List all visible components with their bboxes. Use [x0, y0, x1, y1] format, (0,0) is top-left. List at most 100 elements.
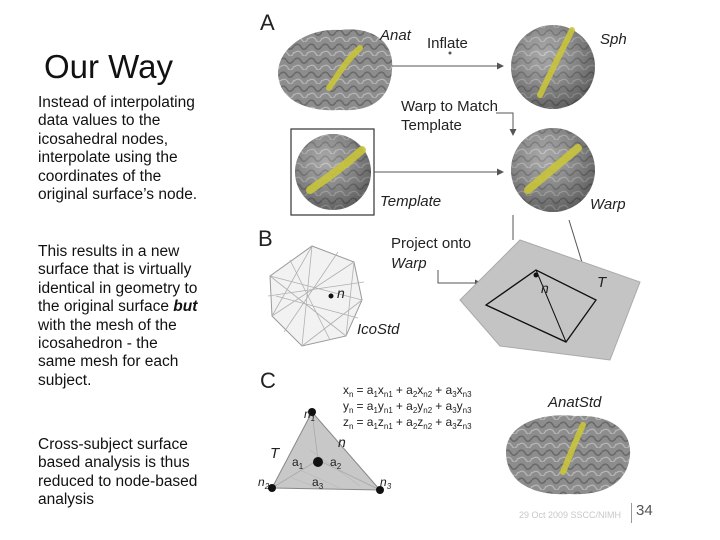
equation-z: zn= a1zn1+ a2zn2+ a3zn3 [343, 415, 472, 431]
label-tri-a2: a2 [330, 455, 342, 471]
eq-token: n [349, 390, 353, 399]
label-warp-to-match: Warp to Match [401, 98, 498, 115]
paragraph-result: This results in a new surface that is vi… [38, 243, 238, 390]
text-line: based analysis is thus [38, 454, 190, 472]
tri-token: 1 [299, 462, 304, 471]
label-tri-T: T [270, 445, 281, 462]
tri-token: 3 [387, 482, 392, 491]
text-line: data values to the [38, 112, 161, 130]
eq-token: 2 [413, 390, 418, 399]
eq-token: = a [356, 383, 373, 397]
tri-token: a [292, 455, 299, 469]
eq-token: y [378, 399, 384, 413]
text-line: the original surface but [38, 298, 238, 316]
label-node-n-mesh: n [541, 280, 549, 296]
warp-sphere-image [511, 128, 595, 212]
paragraph-interpolation: Instead of interpolating data values to … [38, 94, 238, 204]
tri-token: n [304, 407, 311, 421]
label-node-n-ico: n [337, 285, 345, 301]
footer-divider [631, 503, 632, 523]
svg-text:yn= a1yn1+ a2yn2+ a3yn3: yn= a1yn1+ a2yn2+ a3yn3 [343, 399, 472, 415]
eq-token: + a [435, 399, 452, 413]
label-inflate: Inflate [427, 35, 468, 52]
label-anat: Anat [379, 27, 412, 44]
slide-footer: 29 Oct 2009 SSCC/NIMH [519, 510, 622, 520]
label-project-onto: Project onto [391, 235, 471, 252]
text-line: analysis [38, 491, 94, 509]
arrow-warp-to-match [496, 112, 517, 136]
eq-token: n3 [463, 406, 472, 415]
tri-token: 3 [319, 482, 324, 491]
label-project-warp: Warp [391, 255, 427, 272]
anat-brain-image [278, 29, 393, 111]
eq-token: z [457, 415, 463, 429]
icosahedron-mesh-image [267, 245, 365, 347]
barycentric-triangle-image [268, 408, 384, 494]
tri-token: a [312, 475, 319, 489]
slide-title: Our Way [44, 48, 173, 85]
text-line: same mesh for each [38, 353, 179, 371]
projection-mesh-image [459, 239, 641, 361]
eq-token: 3 [452, 406, 457, 415]
paragraph-conclusion: Cross-subject surface based analysis is … [38, 436, 238, 510]
eq-token: x [378, 383, 384, 397]
tri-token: 1 [311, 414, 315, 423]
emphasis-but: but [173, 298, 198, 316]
eq-token: n1 [384, 406, 393, 415]
equation-y: yn= a1yn1+ a2yn2+ a3yn3 [343, 399, 472, 415]
page-number: 34 [636, 502, 653, 519]
text-line: reduced to node-based [38, 472, 198, 490]
eq-token: 1 [373, 390, 378, 399]
text-line: Instead of interpolating [38, 94, 195, 111]
eq-token: n [349, 406, 353, 415]
eq-token: y [457, 399, 463, 413]
label-tri-n: n [338, 434, 346, 450]
text-line: coordinates of the [38, 167, 162, 185]
eq-token: 2 [413, 422, 418, 431]
eq-token: 1 [373, 406, 378, 415]
eq-token: = a [356, 415, 373, 429]
label-sph: Sph [600, 31, 627, 48]
label-tri-n3: n3 [380, 475, 392, 491]
label-tri-n2: n2 [258, 475, 270, 491]
panel-a-label: A [260, 10, 275, 35]
eq-token: y [343, 399, 349, 413]
text-line: This results in a new [38, 243, 180, 260]
tri-token: a [330, 455, 337, 469]
equation-x: xn= a1xn1+ a2xn2+ a3xn3 [343, 383, 472, 399]
eq-token: n [349, 422, 353, 431]
eq-token: x [417, 383, 423, 397]
leader-dot [448, 51, 452, 55]
tri-token: n [380, 475, 387, 489]
label-tri-a1: a1 [292, 455, 304, 471]
eq-token: y [417, 399, 423, 413]
eq-token: n1 [384, 390, 393, 399]
eq-token: n2 [423, 422, 432, 431]
eq-token: n3 [463, 422, 472, 431]
panel-b-label: B [258, 226, 273, 251]
eq-token: n3 [463, 390, 472, 399]
tri-token: 2 [337, 462, 342, 471]
eq-token: + a [435, 383, 452, 397]
eq-token: n2 [423, 390, 432, 399]
label-template: Template [380, 193, 441, 210]
eq-token: = a [356, 399, 373, 413]
label-template-line: Template [401, 117, 462, 134]
eq-token: 3 [452, 390, 457, 399]
anatstd-brain-image [506, 415, 631, 495]
sph-sphere-image [511, 25, 595, 109]
label-tri-n1: n1 [304, 407, 315, 423]
eq-token: 2 [413, 406, 418, 415]
text-line: icosahedral nodes, [38, 130, 169, 148]
label-tri-a3: a3 [312, 475, 324, 491]
eq-token: + a [396, 415, 413, 429]
label-icostd: IcoStd [357, 321, 400, 338]
eq-token: + a [435, 415, 452, 429]
tri-token: 2 [264, 482, 270, 491]
text-line: interpolate using the [38, 149, 178, 167]
eq-token: 1 [373, 422, 378, 431]
eq-token: x [457, 383, 463, 397]
svg-text:xn= a1xn1+ a2xn2+ a3xn3: xn= a1xn1+ a2xn2+ a3xn3 [343, 383, 472, 399]
arrow-project [437, 270, 482, 287]
